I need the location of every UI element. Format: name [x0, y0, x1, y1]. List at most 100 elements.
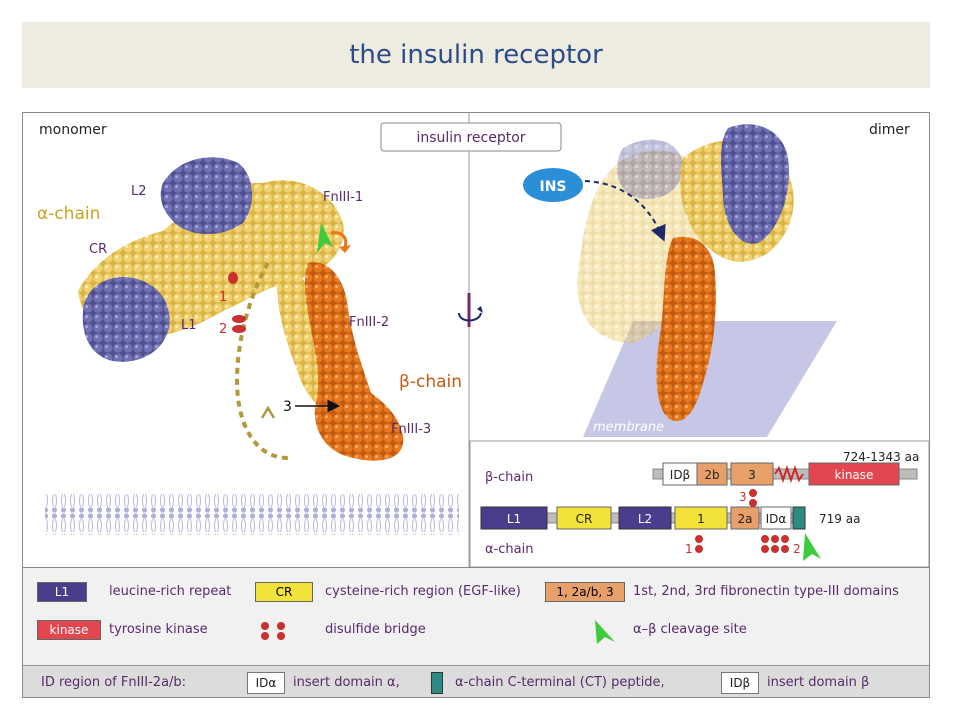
- legend-ida-box: IDα: [247, 672, 285, 694]
- beta-chain-atoms: [304, 262, 404, 461]
- alpha-ct-strip: [276, 263, 343, 412]
- legend-cleavage-icon: [595, 620, 615, 644]
- beta-domain-2b: [696, 462, 728, 486]
- dimer-label: dimer: [869, 122, 910, 138]
- page-title: the insulin receptor: [349, 40, 603, 70]
- legend-disulfide-icon: [261, 622, 285, 640]
- membrane-plane: [583, 321, 837, 437]
- disulfide-bond-2a: [232, 315, 246, 323]
- alpha-domain-cr-label: CR: [576, 512, 593, 526]
- legend-row-1: L1 leucine-rich repeat CR cysteine-rich …: [23, 582, 929, 612]
- bridge-a1-bottom: [695, 545, 703, 553]
- bridge-a1-label: 1: [685, 542, 693, 556]
- alpha-range-label: 719 aa: [819, 512, 860, 526]
- legend-cr-swatch: CR: [255, 582, 313, 602]
- alpha-domain-l2-label: L2: [638, 512, 652, 526]
- legend-fn-swatch: 1, 2a/b, 3: [545, 582, 625, 602]
- alpha-domain-2a-label: 2a: [738, 512, 753, 526]
- disulfide-bond-1: [228, 272, 238, 284]
- alpha-domain-l1: [480, 506, 548, 530]
- l2-domain-atoms: [160, 157, 253, 235]
- cr-label: CR: [89, 242, 107, 257]
- back-protomer-blue: [617, 139, 684, 199]
- insulin-ligand-label: INS: [539, 179, 566, 195]
- bridge-b3-label: 3: [739, 490, 747, 504]
- legend-cleavage-text: α–β cleavage site: [633, 622, 747, 637]
- legend-fn-text: 1st, 2nd, 3rd fibronectin type-III domai…: [633, 584, 899, 599]
- front-orange-atoms: [656, 236, 716, 422]
- alpha-chain-label: α-chain: [37, 204, 100, 224]
- bridge-3-label: 3: [283, 399, 292, 415]
- front-blue-atoms: [720, 124, 789, 244]
- legend-ida-text: insert domain α,: [293, 675, 400, 690]
- bridge-2-label: 2: [219, 322, 227, 337]
- legend-disulfide-text: disulfide bridge: [325, 622, 426, 637]
- legend: L1 leucine-rich repeat CR cysteine-rich …: [23, 567, 929, 697]
- alpha-map-label: α-chain: [485, 542, 533, 557]
- membrane-label: membrane: [593, 420, 664, 435]
- monomer-label: monomer: [39, 122, 107, 138]
- legend-kinase-text: tyrosine kinase: [109, 622, 208, 637]
- hook-arrow-head-icon: [339, 245, 351, 253]
- lipid-bilayer: [45, 493, 459, 535]
- alpha-domain-ida-label: IDα: [766, 512, 787, 526]
- beta-range-label: 724-1343 aa: [843, 450, 919, 464]
- loop-arrow-icon: [260, 405, 276, 419]
- alpha-domain-l1-label: L1: [507, 512, 521, 526]
- figure-svg: monomer α-chain L2 CR L: [37, 113, 929, 567]
- insulin-ligand: [523, 168, 583, 202]
- l1-domain-atoms: [82, 277, 170, 362]
- monomer-structure: [78, 157, 404, 461]
- legend-row-2: kinase tyrosine kinase disulfide bridge …: [23, 620, 929, 650]
- bridge-a2-label: 2: [793, 542, 801, 556]
- beta-domain-kinase-label: kinase: [835, 468, 874, 482]
- fn3-label: FnIII-3: [391, 422, 431, 437]
- bridge-a1-top: [695, 535, 703, 543]
- alpha-domain-cr: [556, 506, 612, 530]
- dimer-structure: [577, 124, 794, 422]
- fn2-label: FnIII-2: [349, 315, 389, 330]
- beta-map-label: β-chain: [485, 470, 533, 485]
- beta-domain-idb-label: IDβ: [670, 468, 690, 482]
- hook-arrow-icon: [330, 231, 348, 248]
- id-region-label: ID region of FnIII-2a/b:: [41, 675, 187, 690]
- legend-l1-text: leucine-rich repeat: [109, 584, 232, 599]
- beta-domain-kinase: [808, 462, 900, 486]
- insulin-receptor-box: [380, 122, 562, 152]
- fn1-label: FnIII-1: [323, 190, 363, 205]
- rotate-icon: [458, 293, 483, 327]
- alpha-domain-ida: [760, 506, 792, 530]
- l1-label: L1: [181, 318, 197, 333]
- cleavage-arrow-icon: [317, 223, 333, 253]
- legend-ct-text: α-chain C-terminal (CT) peptide,: [455, 675, 665, 690]
- beta-domain-3-label: 3: [748, 468, 756, 482]
- alpha-domain-1-label: 1: [697, 512, 705, 526]
- l2-label: L2: [131, 184, 147, 199]
- bridge-a2-group: [761, 535, 789, 553]
- legend-cr-text: cysteine-rich region (EGF-like): [325, 584, 521, 599]
- legend-idb-text: insert domain β: [767, 675, 870, 690]
- disulfide-bond-2b: [232, 325, 246, 333]
- alpha-domain-l2: [618, 506, 672, 530]
- bridge-1-label: 1: [219, 290, 227, 305]
- insulin-receptor-box-label: insulin receptor: [416, 130, 525, 146]
- insulin-binding-arrow: [584, 180, 666, 242]
- id-region-strip: ID region of FnIII-2a/b: IDα insert doma…: [23, 665, 929, 697]
- beta-domain-2b-label: 2b: [704, 468, 719, 482]
- legend-kinase-swatch: kinase: [37, 620, 101, 640]
- alpha-domain-2a: [730, 506, 760, 530]
- alpha-ct-peptide: [792, 506, 806, 530]
- map-cleavage-arrow-icon: [803, 533, 821, 561]
- alpha-domain-1: [674, 506, 728, 530]
- legend-idb-box: IDβ: [721, 672, 759, 694]
- dashed-loop: [235, 262, 289, 460]
- bridge-b3-top: [749, 489, 757, 497]
- transmembrane-zigzag: [774, 464, 804, 484]
- title-bar: the insulin receptor: [22, 22, 930, 88]
- beta-chain-label: β-chain: [399, 372, 462, 392]
- figure-panel: monomer α-chain L2 CR L: [22, 112, 930, 698]
- beta-domain-3: [730, 462, 774, 486]
- legend-l1-swatch: L1: [37, 582, 87, 602]
- legend-ct-swatch: [431, 672, 443, 694]
- bridge-b3-bottom: [749, 499, 757, 507]
